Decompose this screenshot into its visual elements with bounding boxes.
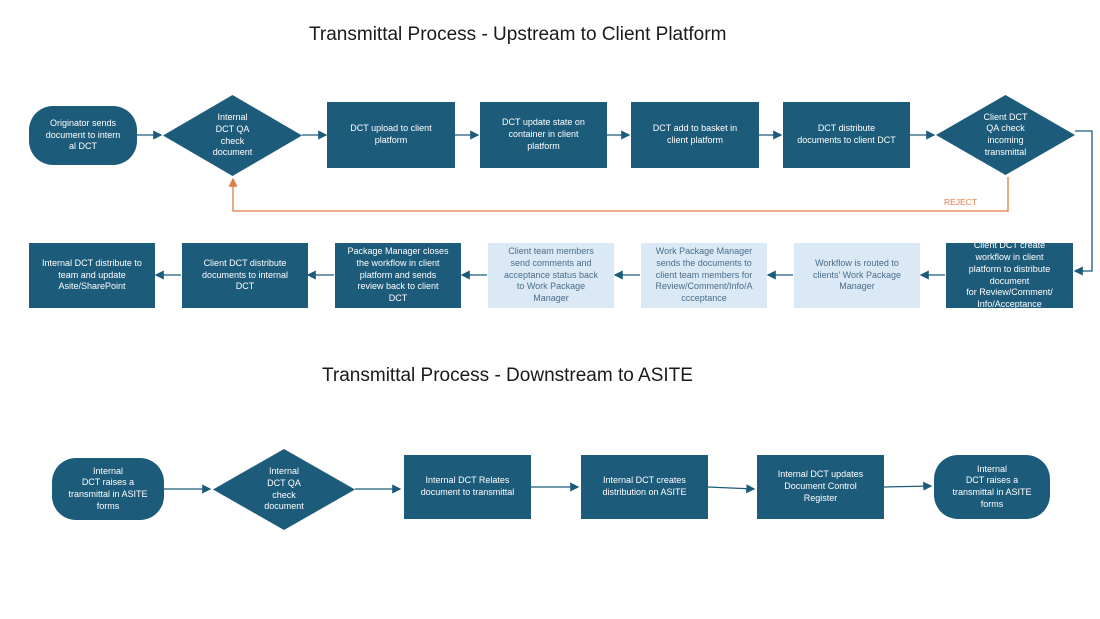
node-dct-distribute: DCT distribute documents to client DCT [783,102,910,168]
node-pm-closes: Package Manager closes the workflow in c… [335,243,461,308]
arrow-up-7 [1073,130,1093,276]
node-internal-distribute-team: Internal DCT distribute to team and upda… [29,243,155,308]
arrow-down-4 [707,484,756,494]
upstream-title: Transmittal Process - Upstream to Client… [309,24,727,45]
reject-label: REJECT [944,197,978,207]
node-client-distribute-internal: Client DCT distribute documents to inter… [182,243,308,308]
node-dct-update-state: DCT update state on container in client … [480,102,607,168]
node-team-comments: Client team members send comments and ac… [488,243,614,308]
arrow-down-5 [883,481,933,491]
node-down-creates-distribution: Internal DCT creates distribution on ASI… [581,455,708,519]
node-down-raise-start: Internal DCT raises a transmittal in ASI… [52,458,164,520]
downstream-title: Transmittal Process - Downstream to ASIT… [322,365,693,386]
reject-arrow [228,177,1009,212]
node-wpm-sends: Work Package Manager sends the documents… [641,243,767,308]
node-down-relates: Internal DCT Relates document to transmi… [404,455,531,519]
node-dct-upload: DCT upload to client platform [327,102,455,168]
node-originator-sends: Originator sends document to intern al D… [29,106,137,165]
node-down-updates-register: Internal DCT updates Document Control Re… [757,455,884,519]
node-workflow-routed: Workflow is routed to clients' Work Pack… [794,243,920,308]
node-client-create-workflow: Client DCT create workflow in client pla… [946,243,1073,308]
node-dct-add-basket: DCT add to basket in client platform [631,102,759,168]
node-down-raise-end: Internal DCT raises a transmittal in ASI… [934,455,1050,519]
